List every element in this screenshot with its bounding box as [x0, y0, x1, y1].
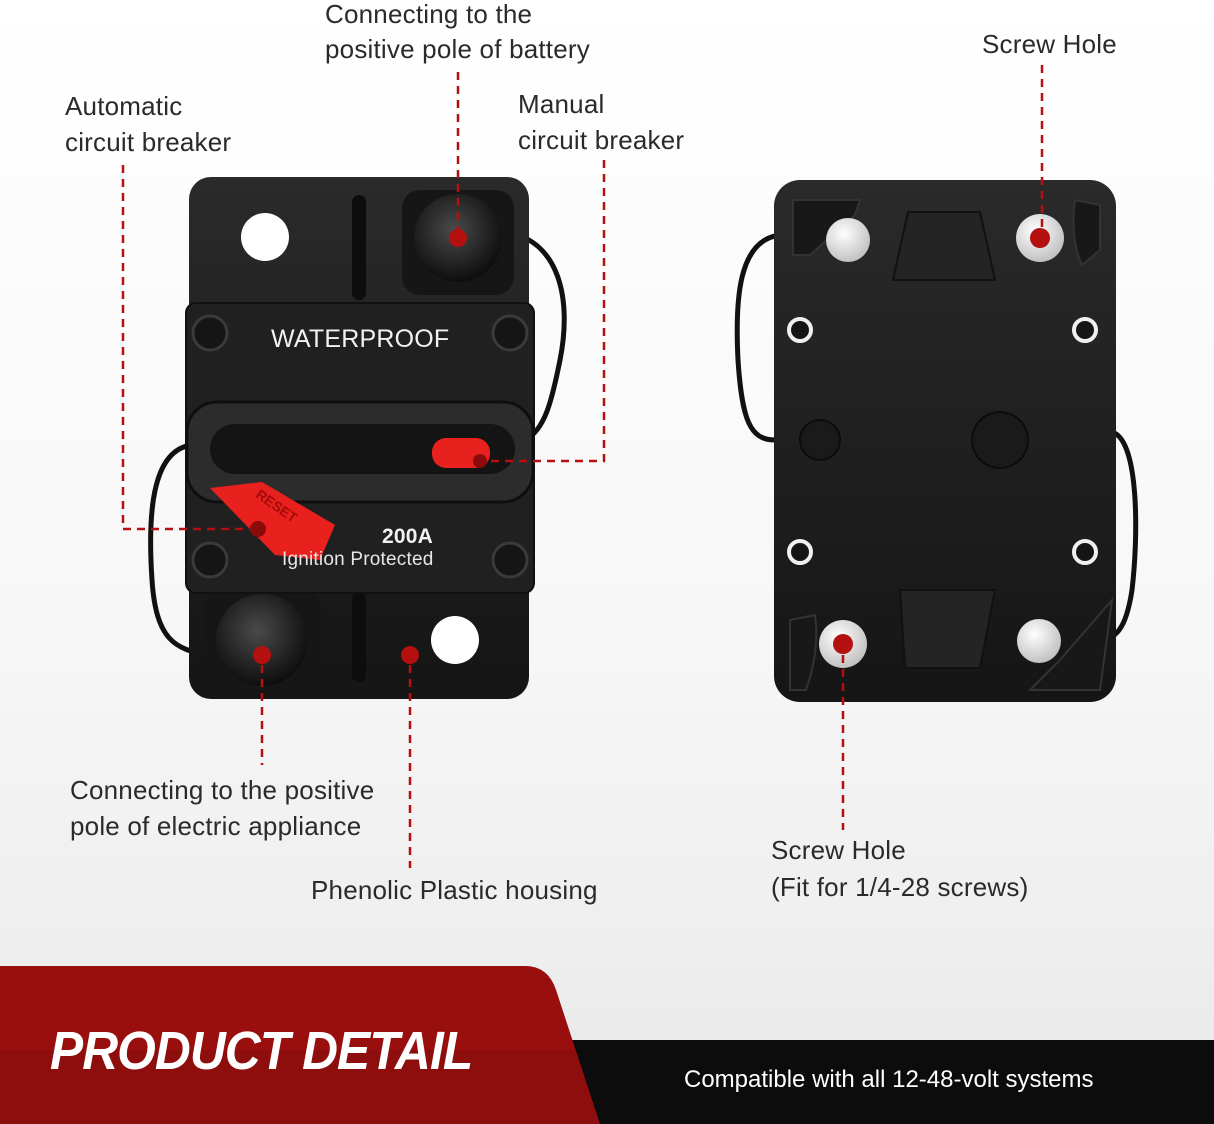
- banner-subtitle: Compatible with all 12-48-volt systems: [684, 1066, 1094, 1093]
- front-wire-left: [148, 442, 211, 658]
- appliance-label-line2: pole of electric appliance: [70, 811, 362, 841]
- appliance-terminal-post: [216, 594, 308, 686]
- housing-label: Phenolic Plastic housing: [311, 875, 598, 905]
- appliance-label-line1: Connecting to the positive: [70, 775, 375, 805]
- screw-hole-bottom-label-line1: Screw Hole: [771, 835, 906, 865]
- screw-hole-bottom-label-line2: (Fit for 1/4-28 screws): [771, 872, 1029, 902]
- manual-breaker-leader: [487, 160, 606, 463]
- auto-breaker-label-line2: circuit breaker: [65, 127, 232, 157]
- rating-marking: 200A: [382, 525, 434, 548]
- leader-lines: [121, 65, 1044, 868]
- front-top-mount-hole: [241, 213, 289, 261]
- front-bottom-mount-hole: [431, 616, 479, 664]
- auto-breaker-label-line1: Automatic: [65, 91, 183, 121]
- ignition-marking: Ignition Protected: [282, 549, 434, 570]
- waterproof-marking: WATERPROOF: [271, 325, 450, 353]
- front-breaker: RESET: [148, 177, 567, 699]
- battery-label-line2: positive pole of battery: [325, 34, 590, 64]
- battery-label-line1: Connecting to the: [325, 0, 533, 29]
- auto-breaker-leader: [121, 165, 250, 531]
- manual-breaker-label-line2: circuit breaker: [518, 125, 685, 155]
- screw-hole-top-label: Screw Hole: [982, 29, 1117, 59]
- banner-title: PRODUCT DETAIL: [50, 1021, 473, 1081]
- front-wire-right: [504, 229, 567, 443]
- back-breaker: [734, 180, 1139, 702]
- manual-breaker-label-line1: Manual: [518, 89, 605, 119]
- back-housing: [774, 180, 1116, 702]
